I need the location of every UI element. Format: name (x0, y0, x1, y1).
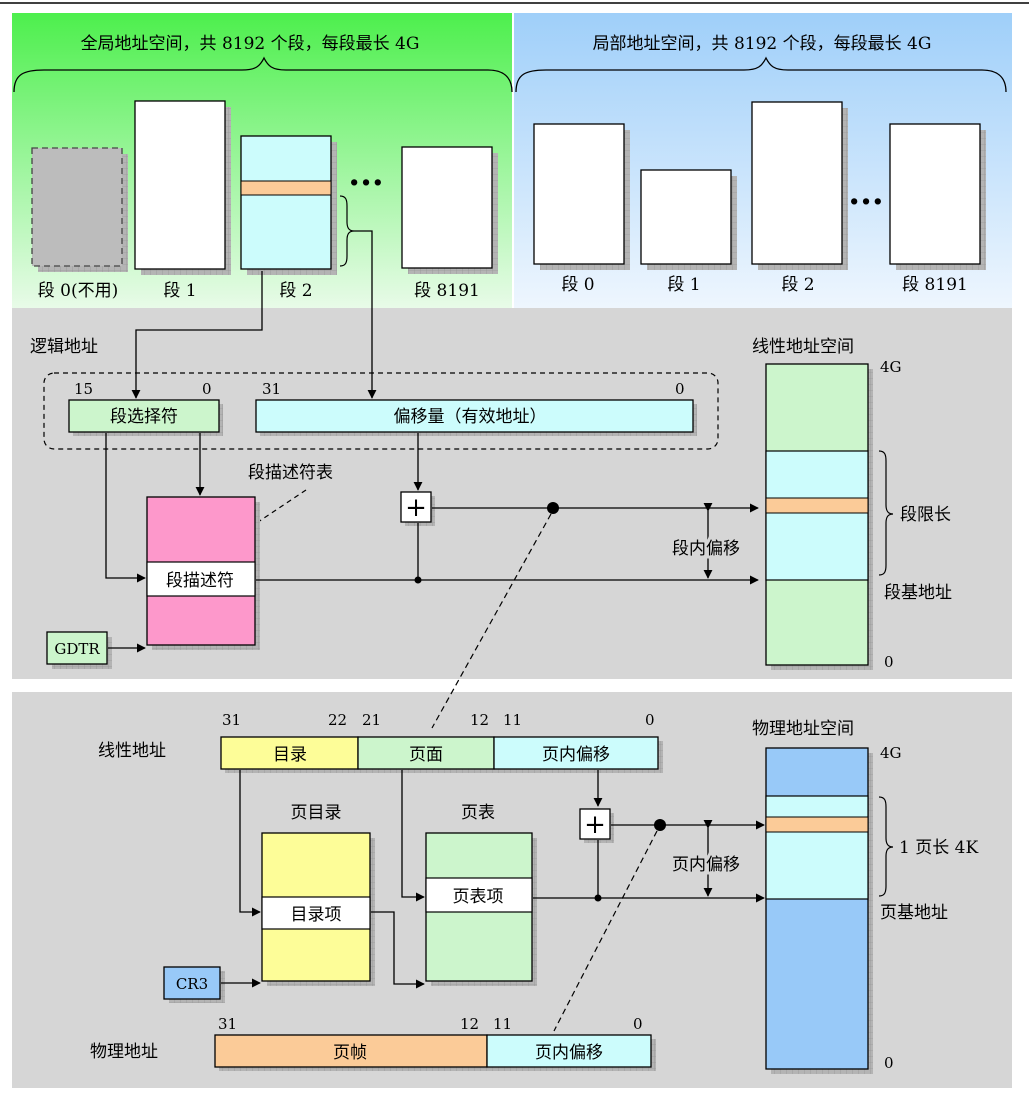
segment-offset-label: 段内偏移 (672, 539, 740, 559)
directory-field-label: 目录 (273, 745, 307, 765)
dir-entry-to-table-arrow (371, 911, 425, 989)
local-ellipsis: ... (848, 173, 884, 213)
global-ellipsis: ... (348, 154, 384, 194)
physical-space-title: 物理地址空间 (752, 719, 854, 739)
linear-space-column (765, 363, 873, 670)
descriptor-table-pointer (257, 489, 307, 523)
segment-limit-brace (878, 450, 894, 576)
page-directory-title: 页目录 (291, 803, 342, 823)
descriptor-table-label: 段描述符表 (248, 463, 333, 483)
segment-selector-label: 段选择符 (110, 407, 178, 427)
physical-to-address-link (553, 830, 658, 1032)
linear-space-title: 线性地址空间 (752, 337, 854, 357)
segment-adder (400, 491, 435, 526)
page-field-label: 页面 (409, 745, 443, 765)
offset-bit-31: 31 (262, 380, 281, 398)
local-segment-2 (751, 101, 848, 270)
page-base-label: 页基地址 (880, 903, 948, 923)
page-length-brace (878, 796, 894, 897)
page-offset-field-label: 页内偏移 (542, 745, 610, 765)
physical-space-0: 0 (884, 1054, 894, 1072)
page-table (425, 832, 537, 986)
global-segment-label-2: 段 2 (279, 281, 312, 301)
selector-bit-15: 15 (74, 380, 93, 398)
segment-limit-label: 段限长 (900, 505, 951, 525)
global-space-brace (13, 56, 513, 93)
logical-address-dashed-box (43, 372, 719, 450)
global-segment-1 (134, 100, 231, 275)
physical-space-column (765, 747, 873, 1074)
linear-bit-0: 0 (645, 711, 655, 729)
global-space-title: 全局地址空间，共 8192 个段，每段最长 4G (81, 34, 420, 54)
linear-bit-22: 22 (328, 711, 347, 729)
local-segment-label-8191: 段 8191 (902, 275, 968, 295)
local-segment-1 (640, 169, 737, 270)
linear-address-dot (547, 502, 559, 514)
page-offset-label: 页内偏移 (672, 855, 740, 875)
page-table-title: 页表 (461, 803, 495, 823)
phys-bit-12: 12 (460, 1015, 479, 1033)
descriptor-entry-label: 段描述符 (166, 571, 234, 591)
physical-address-fields (214, 1034, 656, 1071)
page-table-entry-label: 页表项 (453, 887, 504, 907)
segment-selector-field (68, 399, 223, 436)
global-segment-label-0: 段 0(不用) (38, 281, 118, 301)
linear-address-fields (220, 736, 663, 773)
descriptor-table (146, 496, 260, 650)
page-length-label: 1 页长 4K (899, 838, 978, 858)
paging-linear-label: 线性地址 (98, 741, 166, 761)
page-adder (579, 808, 614, 843)
segment-adder-plus: + (405, 493, 427, 523)
global-segment-2 (240, 135, 337, 275)
linear-bit-31: 31 (222, 711, 241, 729)
local-segment-label-1: 段 1 (667, 275, 700, 295)
page-adder-plus: + (584, 810, 606, 840)
phys-bit-31: 31 (218, 1015, 237, 1033)
cr3-register (163, 966, 225, 1003)
logical-address-label: 逻辑地址 (30, 337, 98, 357)
phys-offset-label: 页内偏移 (535, 1043, 603, 1063)
linear-space-0: 0 (884, 653, 894, 671)
gdtr-label: GDTR (54, 640, 100, 658)
physical-address-dot (654, 819, 666, 831)
local-segment-0 (533, 123, 630, 270)
offset-field (255, 399, 697, 436)
local-space-brace (515, 56, 1007, 93)
linear-to-paging-link (431, 513, 552, 729)
page-directory (261, 832, 375, 986)
local-space-title: 局部地址空间，共 8192 个段，每段最长 4G (593, 34, 932, 54)
linear-bit-12: 12 (470, 711, 489, 729)
global-segment-label-1: 段 1 (163, 281, 196, 301)
selector-bit-0: 0 (202, 380, 212, 398)
page-directory-entry-label: 目录项 (291, 905, 342, 925)
global-segment-8191 (401, 146, 498, 274)
linear-space-4g: 4G (880, 358, 902, 376)
selector-to-descriptor-arrow (105, 433, 146, 583)
page-frame-label: 页帧 (333, 1043, 367, 1063)
brace-to-offset-arrow (354, 230, 377, 399)
local-segment-label-0: 段 0 (561, 275, 594, 295)
global-segment-0 (31, 147, 128, 272)
segment2-to-selector-arrow (131, 271, 263, 399)
linear-bit-11: 11 (503, 711, 522, 729)
phys-bit-11: 11 (493, 1015, 512, 1033)
physical-space-4g: 4G (880, 744, 902, 762)
local-segment-8191 (889, 123, 986, 270)
global-segment-label-8191: 段 8191 (414, 281, 480, 301)
offset-field-label: 偏移量（有效地址） (394, 407, 547, 427)
segment-base-label: 段基地址 (884, 583, 952, 603)
physical-address-label: 物理地址 (90, 1042, 158, 1062)
gdtr-register (46, 631, 112, 669)
page-field-to-entry-arrow (401, 770, 425, 902)
cr3-label: CR3 (176, 975, 208, 993)
offset-bit-0: 0 (675, 380, 685, 398)
phys-bit-0: 0 (633, 1015, 643, 1033)
linear-bit-21: 21 (362, 711, 381, 729)
local-segment-label-2: 段 2 (781, 275, 814, 295)
dir-field-to-entry-arrow (239, 770, 261, 917)
